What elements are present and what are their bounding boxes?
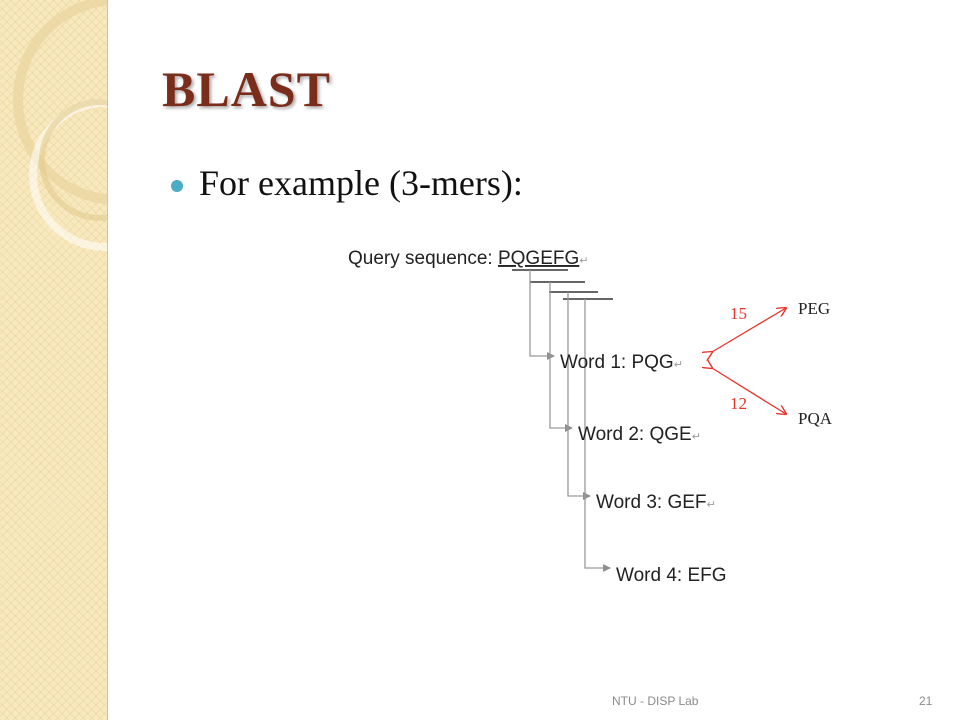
score-pqa: 12 [730, 394, 747, 413]
bullet-text: For example (3-mers): [199, 163, 523, 203]
word-1: Word 1: PQG↵ [560, 352, 683, 373]
connector-word-3 [567, 292, 591, 500]
score-peg: 15 [730, 304, 747, 323]
slide-title: BLAST [162, 61, 331, 117]
return-mark: ↵ [579, 254, 588, 267]
connector-word-1 [529, 270, 555, 360]
word-3: Word 3: GEF↵ [596, 492, 716, 513]
neighbor-word-peg: PEG [798, 299, 830, 318]
query-label: Query sequence: [348, 248, 498, 269]
neighbor-word-pqa: PQA [798, 409, 833, 428]
query-sequence: PQGEFG [498, 248, 579, 269]
decorative-circles [13, 0, 107, 251]
word-4: Word 4: EFG [616, 565, 727, 586]
word-2: Word 2: QGE↵ [578, 424, 701, 445]
page-number: 21 [919, 694, 933, 708]
bullet-icon [171, 180, 183, 192]
neighbor-arrow-pqa [712, 368, 786, 414]
connector-word-2 [549, 282, 573, 432]
footer-lab: NTU - DISP Lab [612, 694, 699, 708]
neighbor-arrow-peg [712, 308, 786, 352]
connector-word-4 [584, 299, 611, 572]
decorative-sidebar [0, 0, 108, 720]
kmer-diagram: Query sequence: PQGEFG↵ Word 1: PQG↵ Wor… [348, 248, 833, 586]
query-line: Query sequence: PQGEFG↵ [348, 248, 589, 269]
